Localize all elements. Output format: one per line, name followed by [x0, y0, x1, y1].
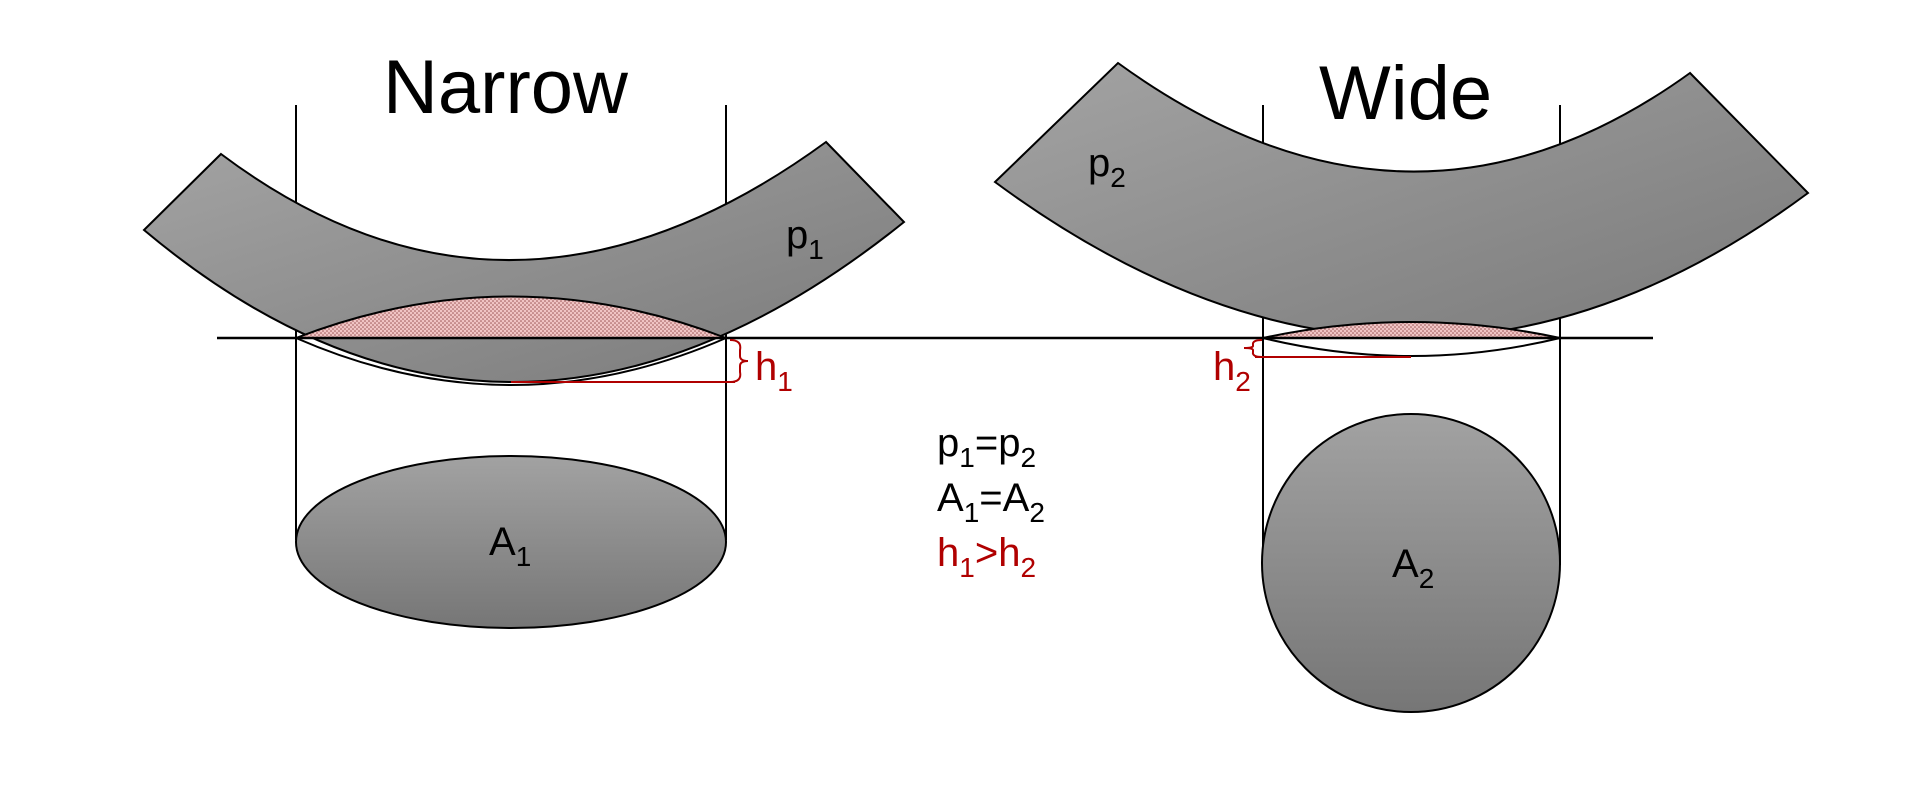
equation-pressure-equal: p1=p2: [937, 421, 1037, 473]
equation-depth-greater: h1>h2: [937, 531, 1037, 583]
title-wide: Wide: [1319, 51, 1493, 136]
label-p1: p1: [786, 213, 824, 265]
title-narrow: Narrow: [383, 45, 628, 130]
label-a2: A2: [1392, 542, 1435, 594]
label-h1: h1: [755, 345, 793, 397]
label-a1: A1: [489, 520, 532, 572]
label-p2: p2: [1088, 141, 1126, 193]
wide-contact-arc: [1262, 337, 1561, 357]
equation-area-equal: A1=A2: [937, 476, 1045, 528]
h2-depth-marker: [1243, 339, 1411, 358]
narrow-cross-section-a1: [295, 455, 727, 629]
label-h2: h2: [1213, 345, 1251, 397]
wide-curved-band-p2: [993, 61, 1810, 339]
wide-cross-section-a2: [1261, 413, 1561, 713]
narrow-curved-band-p1: [142, 140, 906, 383]
wide-contact-zone: [1262, 321, 1561, 339]
narrow-contact-zone: [295, 295, 727, 339]
h1-depth-marker: [511, 339, 749, 383]
narrow-contact-arc: [295, 337, 727, 386]
